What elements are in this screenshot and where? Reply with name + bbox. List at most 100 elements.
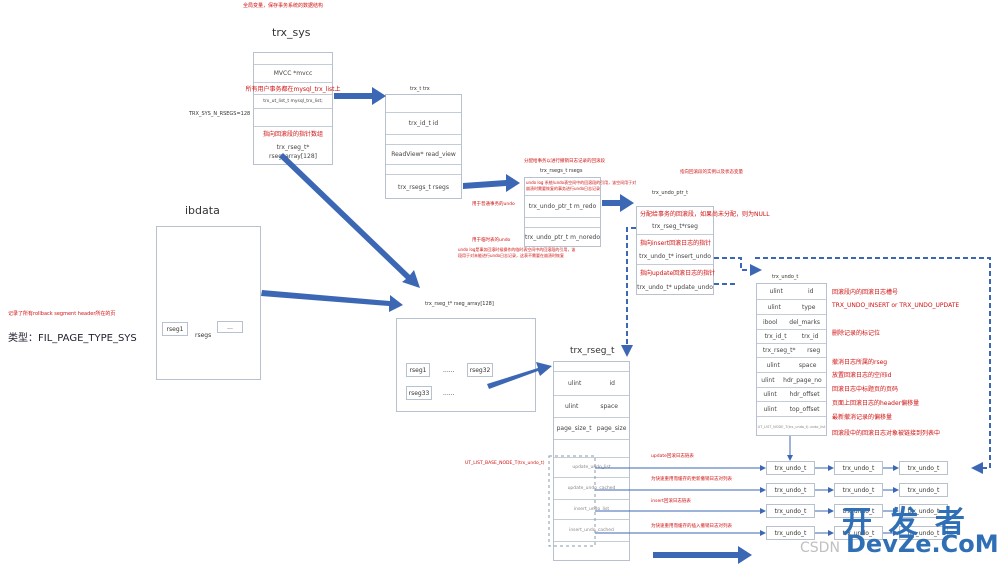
- trx-sys-box: MVCC *mvcc 所有用户事务都在mysql_trx_list上 trx_u…: [245, 52, 341, 165]
- trx-rsegs-box: trx_undo_ptr_t m_redo trx_undo_ptr_t m_n…: [524, 177, 601, 247]
- trx-sys-n-rsegs-label: TRX_SYS_N_RSEGS=128: [189, 111, 251, 117]
- list-note-insert: insert回滚日志链表: [651, 499, 691, 504]
- trx-undo-note-hdr-offset: 页面上回滚日志的header偏移量: [832, 400, 920, 407]
- watermark-csdn: CSDN: [800, 540, 840, 556]
- trx-undo-note-del-marks: 删除记录的标记位: [832, 330, 881, 337]
- trx-rseg-insert-undo-cached: insert_undo_cached: [554, 520, 629, 542]
- top-note: 全局变量，保存事务系统的数据结构: [243, 3, 324, 9]
- trx-rseg-insert-undo-list: insert_undo_list: [554, 500, 629, 520]
- trx-undo-title: trx_undo_t: [772, 274, 799, 280]
- trx-undo-note-hdr-page-no: 回滚日志中标题页的页码: [832, 386, 899, 393]
- trx-t-title: trx_t trx: [410, 86, 430, 92]
- chain-node-2-2: trx_undo_t: [899, 504, 948, 518]
- rseg-array-rseg1: rseg1: [406, 363, 430, 377]
- trx-undo-note-undo-list: 回滚段中的回滚日志对象被链接到列表中: [832, 430, 941, 437]
- rseg-array-dots-2: ......: [443, 390, 455, 397]
- ibdata-box: rseg1 rsegs ...: [156, 226, 261, 380]
- rseg-array-rseg33: rseg33: [406, 386, 432, 400]
- rseg-array-box: rseg1 ...... rseg32 rseg33 ......: [396, 318, 536, 412]
- trx-rsegs-title: trx_rsegs_t rsegs: [540, 168, 583, 174]
- trx-rsegs-temp-label: 用于临时表的undo: [472, 238, 511, 243]
- list-group-outline: [548, 455, 596, 547]
- ibdata-note: 记录了所有rollback segment header所在的页: [8, 311, 116, 317]
- watermark-cn: 开 发 者: [842, 505, 968, 540]
- trx-undo-note-top-offset: 最新撤消记录的偏移量: [832, 414, 893, 421]
- list-note-insert-cached: 为快速重用而缓存的插入撤销日志对列表: [651, 524, 732, 529]
- trx-sys-rseg-array: trx_rseg_t* rseg_array[128]: [269, 144, 317, 160]
- chain-node-0-0: trx_undo_t: [766, 461, 815, 475]
- rseg-array-dots-1: ......: [443, 367, 455, 374]
- trx-t-rsegs: trx_rsegs_t rsegs: [398, 183, 449, 191]
- trx-rsegs-redo-note: undo log 系统/undo表空间中的回滚段的引用，该空间用于对 崩溃时需要…: [526, 180, 637, 191]
- trx-sys-mvcc: MVCC *mvcc: [254, 65, 332, 83]
- trx-t-read-view: ReadView* read_view: [386, 145, 461, 165]
- chain-node-2-0: trx_undo_t: [766, 504, 815, 518]
- chain-node-3-1: trx_undo_t: [834, 526, 883, 540]
- trx-undo-undo-list: UT_LIST_NODE_T(trx_undo_t) undo_list: [757, 424, 826, 429]
- trx-undo-ptr-box: 分配给事务的回滚段，如果尚未分配，则为NULL trx_rseg_t*rseg …: [636, 206, 770, 295]
- trx-rseg-update-undo-list: update_undo_list: [554, 458, 629, 478]
- ibdata-type: 类型：FIL_PAGE_TYPE_SYS: [8, 333, 137, 344]
- trx-rsegs-m-noredo: trx_undo_ptr_t m_noredo: [525, 233, 601, 241]
- watermark-en: DevZe.CoM: [846, 530, 999, 558]
- trx-rseg-update-undo-cached: update_undo_cached: [554, 478, 629, 500]
- trx-undo-note-space: 放置回滚日志的空间id: [832, 372, 892, 379]
- trx-rseg-title: trx_rseg_t: [570, 346, 615, 356]
- dashed-connectors: [621, 227, 991, 474]
- trx-undo-ptr-rseg: trx_rseg_t*rseg: [637, 219, 713, 235]
- trx-undo-ptr-insert-undo: trx_undo_t* insert_undo: [637, 249, 713, 265]
- ibdata-rseg1: rseg1: [162, 322, 188, 336]
- trx-rsegs-m-redo: trx_undo_ptr_t m_redo: [525, 196, 600, 218]
- chain-node-1-2: trx_undo_t: [899, 483, 948, 497]
- rseg-array-rseg32: rseg32: [467, 363, 493, 377]
- trx-sys-mysql-list: trx_ut_list_t mysql_trx_list;: [254, 95, 332, 109]
- trx-sys-rseg-note: 指向回滚段的指针数组: [262, 130, 323, 138]
- ibdata-rsegs-label: rsegs: [195, 332, 212, 339]
- trx-t-box: trx_id_t id ReadView* read_view trx_rseg…: [385, 94, 462, 199]
- trx-undo-note-id: 回滚段内的回滚日志槽号: [832, 289, 899, 296]
- chain-node-1-1: trx_undo_t: [834, 483, 883, 497]
- list-note-update-cached: 为快速重用而缓存的更新撤销日志对列表: [651, 477, 732, 482]
- chain-node-0-2: trx_undo_t: [899, 461, 948, 475]
- chain-node-3-0: trx_undo_t: [766, 526, 815, 540]
- chain-node-2-1: trx_undo_t: [834, 504, 883, 518]
- trx-undo-ptr-rseg-note: 分配给事务的回滚段，如果尚未分配，则为NULL: [640, 210, 770, 218]
- trx-sys-mysql-note: 所有用户事务都在mysql_trx_list上: [245, 83, 341, 95]
- rseg-array-title: trx_rseg_t* rseg_array[128]: [425, 301, 494, 307]
- list-note-update: update回滚日志链表: [651, 454, 694, 459]
- trx-undo-ptr-insert-note: 指向insert回滚日志的指针: [640, 239, 712, 247]
- trx-rsegs-noredo-note: undo log是事务回滚时候操作的临时表空间中的回滚段的引用，该 段用于对未能…: [458, 247, 576, 258]
- trx-t-id: trx_id_t id: [386, 113, 461, 135]
- chain-node-3-2: trx_undo_t: [899, 526, 948, 540]
- trx-sys-title: trx_sys: [272, 26, 311, 39]
- trx-undo-rseg: trx_rseg_t*rseg: [757, 344, 826, 358]
- list-arrows: [595, 465, 899, 536]
- trx-rsegs-redo-label: 用于普通事务的undo: [472, 202, 515, 207]
- ibdata-title: ibdata: [185, 204, 220, 217]
- trx-undo-note-rseg: 撤消日志所属的rseg: [832, 359, 888, 366]
- ibdata-dots: ...: [217, 321, 243, 333]
- trx-rsegs-note: 分配给事务以进行撤销日志记录的回滚段: [524, 159, 605, 164]
- thick-arrows: [261, 87, 752, 564]
- trx-undo-ptr-update-undo: trx_undo_t* update_undo: [637, 283, 713, 291]
- trx-undo-ptr-update-note: 指向update回滚日志的指针: [640, 269, 716, 277]
- trx-undo-ptr-note: 指向回滚段的实例以及状态变量: [680, 170, 743, 175]
- trx-undo-ptr-title: trx_undo_ptr_t: [652, 190, 689, 196]
- trx-rseg-list-label: UT_LIST_BASE_NODE_T(trx_undo_t): [465, 461, 545, 466]
- chain-node-0-1: trx_undo_t: [834, 461, 883, 475]
- chain-node-1-0: trx_undo_t: [766, 483, 815, 497]
